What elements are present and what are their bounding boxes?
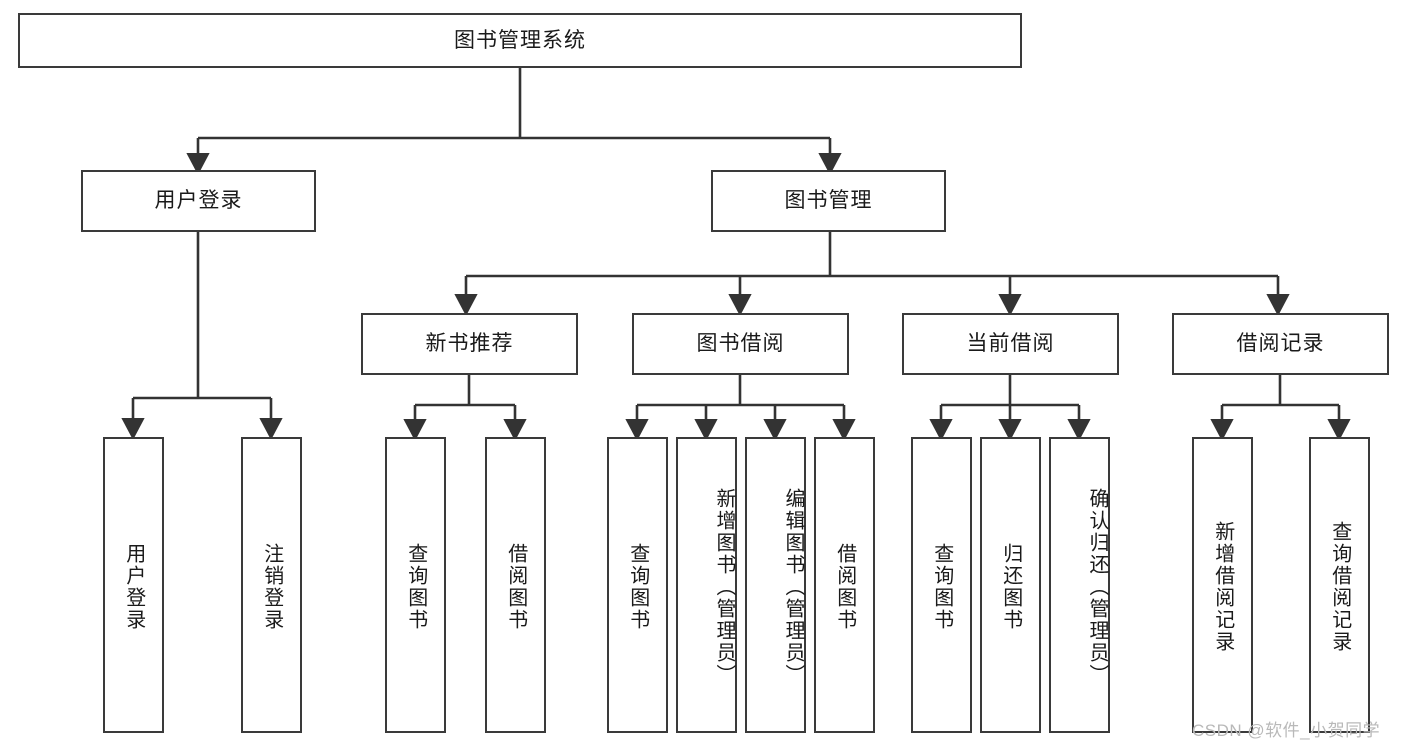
node-new-book-recommend[interactable]: 新书推荐 [361,313,578,375]
node-leaf-add-book[interactable]: 新增图书（管理员） [676,437,737,733]
node-leaf-edit-book[interactable]: 编辑图书（管理员） [745,437,806,733]
node-leaf-logout-login[interactable]: 注销登录 [241,437,302,733]
node-leaf-confirm-return-label: 确认归还（管理员） [1086,488,1108,686]
node-leaf-logout-login-label: 注销登录 [260,543,283,631]
node-leaf-edit-book-label: 编辑图书（管理员） [782,488,804,686]
node-root-label: 图书管理系统 [454,28,586,52]
node-leaf-add-record-label: 新增借阅记录 [1211,521,1234,653]
node-leaf-add-record[interactable]: 新增借阅记录 [1192,437,1253,733]
node-leaf-query-book-3-label: 查询图书 [930,543,953,631]
node-current-borrow[interactable]: 当前借阅 [902,313,1119,375]
node-leaf-query-book-1-label: 查询图书 [404,543,427,631]
node-current-borrow-label: 当前借阅 [966,332,1055,356]
node-leaf-borrow-book-1[interactable]: 借阅图书 [485,437,546,733]
node-book-manage[interactable]: 图书管理 [711,170,946,232]
node-borrow-record-label: 借阅记录 [1236,332,1325,356]
node-root[interactable]: 图书管理系统 [18,13,1022,68]
node-borrow-record[interactable]: 借阅记录 [1172,313,1389,375]
node-leaf-query-book-2[interactable]: 查询图书 [607,437,668,733]
node-leaf-user-login[interactable]: 用户登录 [103,437,164,733]
node-leaf-borrow-book-2[interactable]: 借阅图书 [814,437,875,733]
node-leaf-confirm-return[interactable]: 确认归还（管理员） [1049,437,1110,733]
node-leaf-borrow-book-1-label: 借阅图书 [504,543,527,631]
node-book-borrow[interactable]: 图书借阅 [632,313,849,375]
node-user-login-label: 用户登录 [154,189,243,213]
node-leaf-return-book-label: 归还图书 [999,543,1022,631]
node-leaf-query-book-3[interactable]: 查询图书 [911,437,972,733]
node-leaf-query-book-1[interactable]: 查询图书 [385,437,446,733]
node-user-login[interactable]: 用户登录 [81,170,316,232]
node-leaf-query-record-label: 查询借阅记录 [1328,521,1351,653]
node-book-manage-label: 图书管理 [784,189,873,213]
node-book-borrow-label: 图书借阅 [696,332,785,356]
node-leaf-query-book-2-label: 查询图书 [626,543,649,631]
node-leaf-return-book[interactable]: 归还图书 [980,437,1041,733]
watermark-text: CSDN @软件_小贺同学 [1192,721,1381,740]
node-leaf-add-book-label: 新增图书（管理员） [713,488,735,686]
node-leaf-borrow-book-2-label: 借阅图书 [833,543,856,631]
node-leaf-user-login-label: 用户登录 [122,543,145,631]
node-new-book-recommend-label: 新书推荐 [425,332,514,356]
node-leaf-query-record[interactable]: 查询借阅记录 [1309,437,1370,733]
